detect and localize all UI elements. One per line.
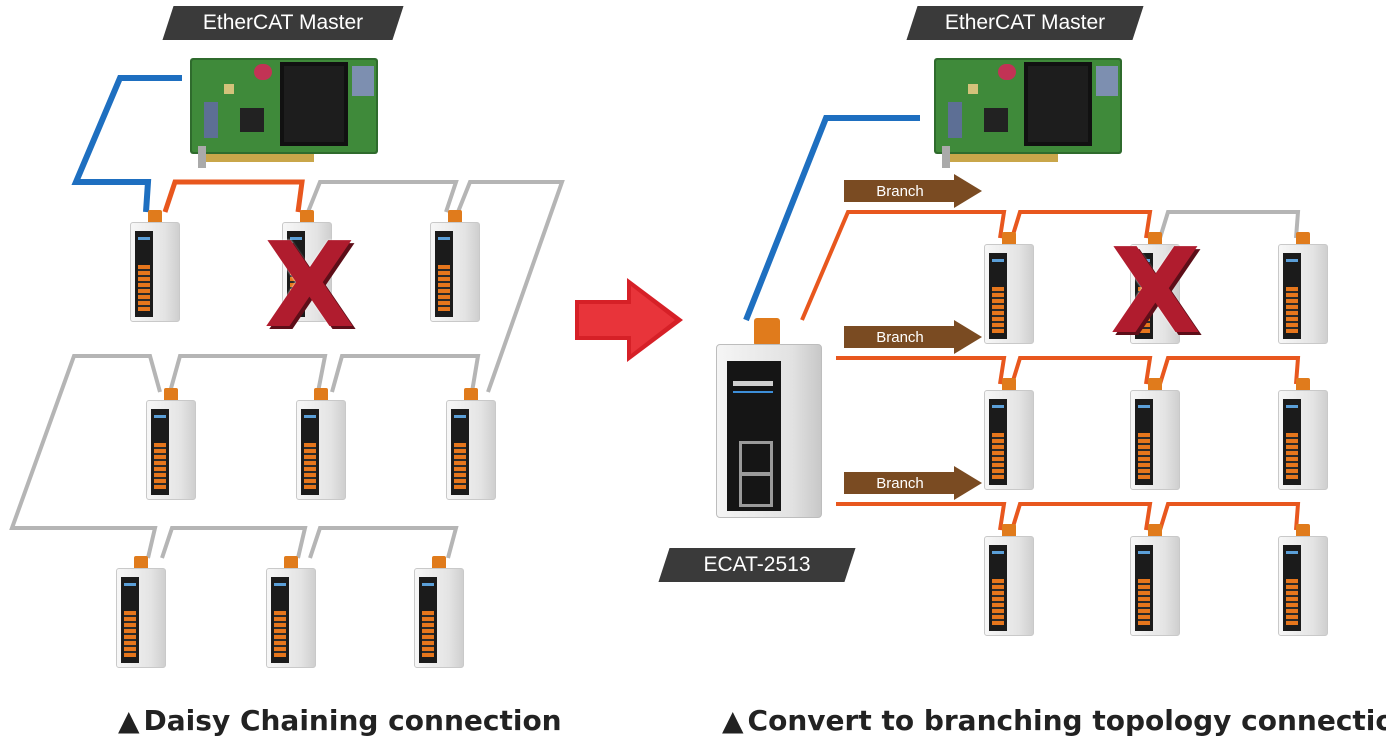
right-branch-1 [800,210,1007,321]
left-active-link [162,179,305,213]
left-failure-x-mark: X [264,216,355,354]
left-module-r1c2-failed [282,210,332,322]
triangle-icon: ▲ [118,704,140,737]
right-branch-3 [836,502,1007,531]
right-module-b3-3 [1278,524,1328,636]
left-inactive-link [160,526,308,559]
right-module-b1-3 [1278,232,1328,344]
ecat-2513-device [716,318,822,518]
left-module-r1c1 [130,210,180,322]
right-branch-2 [1158,356,1301,385]
right-master-link [743,115,920,322]
left-master-label: EtherCAT Master [162,6,404,40]
branch-arrow-3: Branch [844,466,984,500]
right-module-b3-1 [984,524,1034,636]
left-module-r2c1 [146,388,196,500]
right-branch-1-inactive [1158,210,1301,239]
branch-arrow-2: Branch [844,320,984,354]
left-inactive-link [308,526,459,559]
right-failure-x-mark: X [1110,222,1201,360]
right-module-b2-1 [984,378,1034,490]
left-master-link [71,75,182,213]
right-module-b2-2 [1130,378,1180,490]
right-branch-2 [1010,356,1153,385]
right-branch-3 [1158,502,1301,531]
left-module-r1c3 [430,210,480,322]
left-module-r3c2 [266,556,316,668]
left-inactive-link [330,354,481,393]
branch-arrow-1: Branch [844,174,984,208]
triangle-icon: ▲ [722,704,744,737]
left-inactive-link [9,354,162,559]
left-module-r2c2 [296,388,346,500]
ecat-2513-label: ECAT-2513 [658,548,856,582]
right-module-b1-2-failed [1130,232,1180,344]
left-inactive-link [306,180,459,213]
right-branch-2 [836,356,1007,385]
left-module-r2c3 [446,388,496,500]
left-inactive-link [456,180,565,393]
right-module-b2-3 [1278,378,1328,490]
left-module-r3c3 [414,556,464,668]
left-ethercat-master-card [190,58,378,168]
left-inactive-link [168,354,328,393]
right-caption: ▲Convert to branching topology connectio… [722,704,1386,737]
right-branch-3 [1010,502,1153,531]
convert-arrow-icon [575,278,683,362]
right-module-b1-1 [984,232,1034,344]
right-branch-1 [1010,210,1153,239]
right-module-b3-2 [1130,524,1180,636]
left-module-r3c1 [116,556,166,668]
right-master-label: EtherCAT Master [906,6,1144,40]
left-caption: ▲Daisy Chaining connection [118,704,562,737]
right-ethercat-master-card [934,58,1122,168]
